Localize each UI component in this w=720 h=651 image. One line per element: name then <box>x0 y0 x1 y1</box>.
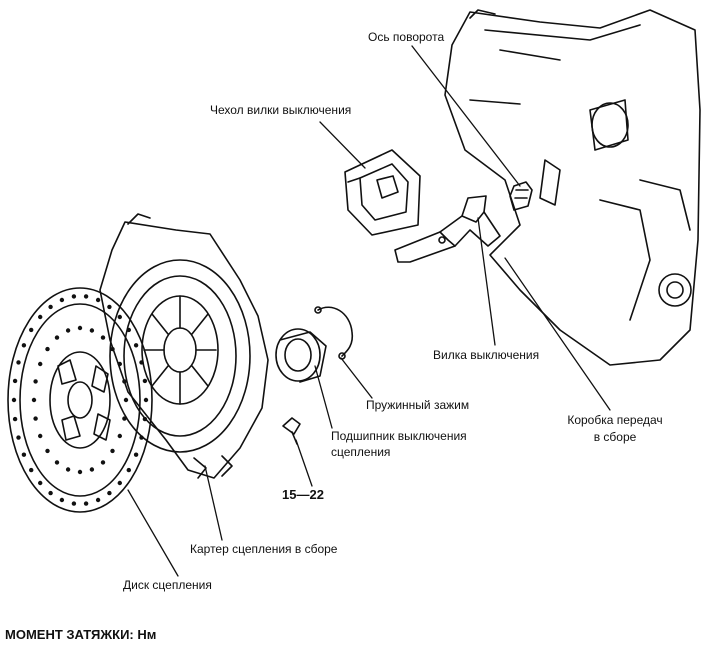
bolt-drawing <box>282 417 301 445</box>
disc-rivet <box>139 360 144 365</box>
disc-rivet <box>117 314 123 320</box>
disc-rivet <box>133 452 139 457</box>
disc-rivet <box>77 469 83 475</box>
disc-rivet <box>38 361 43 367</box>
disc-rivet <box>89 467 95 472</box>
disc-rivet <box>71 501 77 506</box>
disc-rivet <box>107 304 112 310</box>
disc-rivet <box>139 435 144 440</box>
disc-rivet <box>117 480 123 486</box>
disc-rivet <box>54 460 60 465</box>
disc-rivet <box>110 448 115 454</box>
disc-rivet <box>33 416 38 421</box>
disc-rivet <box>107 490 112 496</box>
spring-clip-drawing <box>314 306 354 360</box>
label-release-bearing-line1: Подшипник выключения <box>331 429 467 443</box>
label-spring-clip: Пружинный зажим <box>366 398 470 412</box>
disc-rivet <box>123 397 129 403</box>
disc-rivet <box>95 497 101 503</box>
disc-rivet <box>117 433 123 439</box>
disc-rivet <box>48 490 53 496</box>
disc-rivet <box>110 346 115 352</box>
disc-rivet <box>54 335 60 340</box>
disc-rivet <box>12 378 18 384</box>
disc-rivet <box>29 327 34 333</box>
label-torque-value: 15—22 <box>282 487 324 502</box>
disc-rivet <box>143 397 149 403</box>
label-clutch-cover: Картер сцепления в сборе <box>190 542 338 556</box>
torque-heading: МОМЕНТ ЗАТЯЖКИ: Нм <box>5 627 157 642</box>
disc-rivet <box>100 460 106 465</box>
disc-rivet <box>95 297 101 303</box>
disc-rivet <box>65 328 71 333</box>
transmission-housing-drawing <box>444 9 701 366</box>
release-fork-drawing <box>394 195 501 263</box>
clutch-disc-drawing <box>7 287 153 513</box>
disc-rivet <box>16 360 21 365</box>
disc-rivet <box>16 435 21 440</box>
disc-rivet <box>45 448 50 454</box>
disc-rivet <box>21 452 27 457</box>
disc-rivet <box>126 467 131 473</box>
disc-rivet <box>31 397 37 403</box>
label-release-fork: Вилка выключения <box>433 348 540 362</box>
clutch-disc-rivets <box>11 294 149 506</box>
disc-rivet <box>59 497 65 503</box>
disc-rivet <box>59 297 65 303</box>
release-bearing-drawing <box>275 328 327 383</box>
disc-rivet <box>142 378 148 384</box>
disc-rivet <box>38 433 43 439</box>
label-transmission-line2: в сборе <box>593 430 637 444</box>
disc-rivet <box>38 314 43 320</box>
label-release-bearing-line2: сцепления <box>331 445 391 459</box>
disc-rivet <box>126 327 131 333</box>
disc-rivet <box>89 328 95 333</box>
label-transmission-line1: Коробка передач <box>567 413 663 427</box>
disc-rivet <box>83 294 89 299</box>
pivot-stud-drawing <box>509 181 533 211</box>
disc-rivet <box>83 501 89 506</box>
disc-rivet <box>100 335 106 340</box>
disc-rivet <box>48 304 53 310</box>
disc-rivet <box>71 294 77 299</box>
disc-rivet <box>122 379 127 384</box>
disc-rivet <box>21 343 27 348</box>
fork-boot-drawing <box>344 149 421 236</box>
disc-rivet <box>29 467 34 473</box>
leader-lines <box>127 45 611 577</box>
label-fork-boot: Чехол вилки выключения <box>210 103 352 117</box>
disc-rivet <box>133 343 139 348</box>
disc-rivet <box>12 416 18 422</box>
disc-rivet <box>11 397 17 403</box>
label-clutch-disc: Диск сцепления <box>123 578 212 592</box>
disc-rivet <box>142 416 148 422</box>
disc-rivet <box>117 361 123 367</box>
disc-rivet <box>77 325 83 331</box>
disc-rivet <box>122 416 127 421</box>
disc-rivet <box>65 467 71 472</box>
label-pivot-axis: Ось поворота <box>368 30 445 44</box>
disc-rivet <box>45 346 50 352</box>
clutch-cover-drawing <box>99 213 269 479</box>
disc-rivet <box>33 379 38 384</box>
disc-rivet <box>38 480 43 486</box>
